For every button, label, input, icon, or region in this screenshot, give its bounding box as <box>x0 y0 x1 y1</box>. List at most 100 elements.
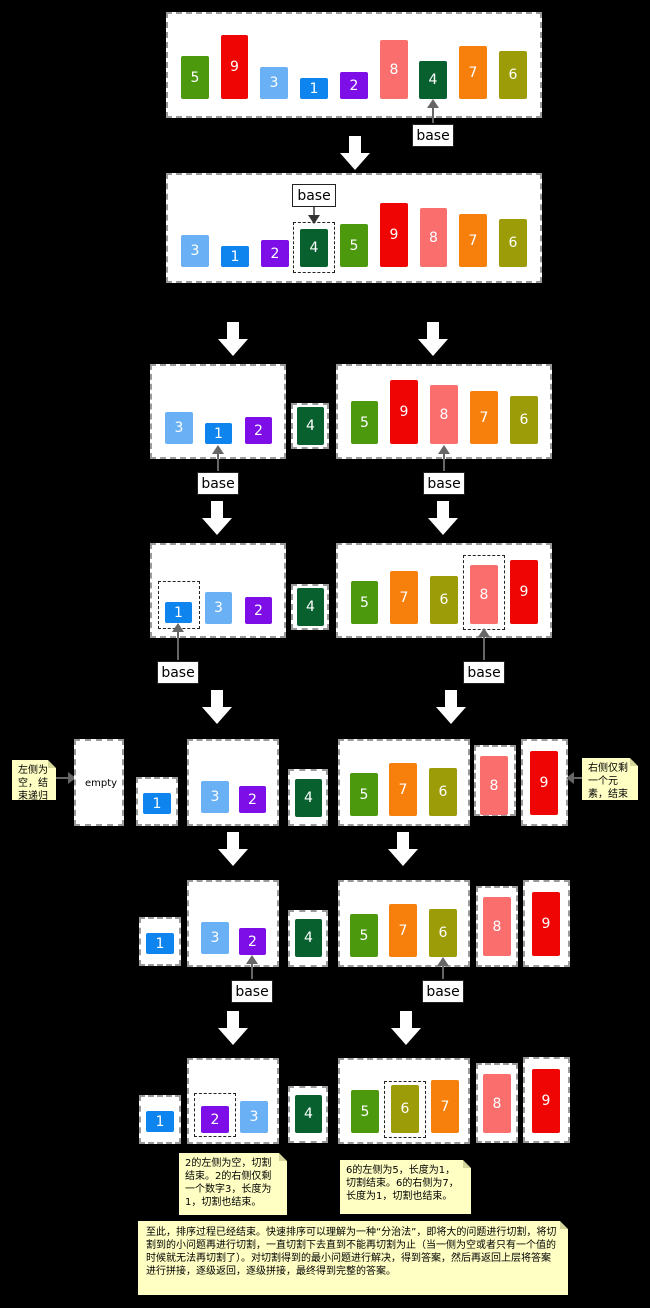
bar-9: 9 <box>532 892 560 956</box>
bar-5: 5 <box>340 224 368 267</box>
empty-panel <box>74 739 124 826</box>
bar-8: 8 <box>483 897 511 956</box>
bar-1: 1 <box>300 78 328 99</box>
base-pointer <box>308 207 320 224</box>
bar-7: 7 <box>390 571 418 624</box>
base-pointer <box>478 628 490 660</box>
bar-3: 3 <box>201 781 229 813</box>
note-connector <box>566 772 582 784</box>
bar-1: 1 <box>146 1111 174 1132</box>
base-label: base <box>292 184 336 207</box>
bar-9: 9 <box>530 751 558 815</box>
bar-2: 2 <box>239 928 266 955</box>
bar-7: 7 <box>431 1080 459 1133</box>
bar-3: 3 <box>181 235 209 267</box>
bar-8: 8 <box>483 1074 511 1133</box>
down-arrow-icon <box>218 322 248 356</box>
down-arrow-icon <box>202 690 232 724</box>
bar-6: 6 <box>429 909 457 957</box>
bar-1: 1 <box>146 933 174 954</box>
down-arrow-icon <box>218 832 248 866</box>
bar-8: 8 <box>480 756 508 815</box>
bar-6: 6 <box>430 576 458 624</box>
bar-3: 3 <box>260 67 288 99</box>
bar-7: 7 <box>459 46 487 99</box>
bar-9: 9 <box>221 35 248 99</box>
bar-7: 7 <box>389 904 417 957</box>
down-arrow-icon <box>436 690 466 724</box>
bar-8: 8 <box>420 208 447 267</box>
bar-4: 4 <box>300 229 328 267</box>
bar-7: 7 <box>459 214 487 267</box>
bar-6: 6 <box>510 396 538 444</box>
base-label: base <box>157 661 199 684</box>
down-arrow-icon <box>428 501 458 535</box>
bar-2: 2 <box>261 240 289 267</box>
bar-5: 5 <box>181 56 209 99</box>
bar-7: 7 <box>470 391 498 444</box>
bar-6: 6 <box>499 51 527 99</box>
bar-9: 9 <box>532 1069 560 1133</box>
base-label: base <box>412 124 454 147</box>
bar-1: 1 <box>205 423 232 444</box>
base-label: base <box>463 661 505 684</box>
right-single-note: 右侧仅剩一个元素，结束递归 <box>582 758 638 800</box>
base-pointer <box>212 445 224 471</box>
bar-5: 5 <box>350 914 378 957</box>
bar-4: 4 <box>297 407 324 445</box>
base-pointer <box>172 623 184 660</box>
bar-3: 3 <box>165 412 193 444</box>
bar-9: 9 <box>390 380 418 444</box>
bar-9: 9 <box>510 560 538 624</box>
bar-8: 8 <box>430 385 458 444</box>
bar-2: 2 <box>340 72 368 99</box>
bar-5: 5 <box>351 1090 379 1133</box>
down-arrow-icon <box>391 1011 421 1045</box>
bar-4: 4 <box>295 919 322 957</box>
bar-6: 6 <box>499 219 527 267</box>
left-empty-note: 左侧为空，结束递归 <box>12 760 56 800</box>
bar-5: 5 <box>351 581 378 624</box>
bar-3: 3 <box>205 592 232 624</box>
bar-8: 8 <box>380 40 408 99</box>
down-arrow-icon <box>388 832 418 866</box>
pivot-highlight <box>194 1093 236 1137</box>
base-pointer <box>427 99 439 123</box>
bar-4: 4 <box>295 1095 322 1133</box>
bar-2: 2 <box>239 786 266 813</box>
down-arrow-icon <box>340 136 370 170</box>
empty-label: empty <box>85 778 118 789</box>
single-1-panel <box>139 917 181 966</box>
base-label: base <box>423 472 465 495</box>
bar-4: 4 <box>297 588 324 626</box>
bar-1: 1 <box>165 602 192 623</box>
bar-5: 5 <box>351 401 378 444</box>
base-label: base <box>197 472 239 495</box>
bar-2: 2 <box>201 1106 229 1133</box>
base-pointer <box>438 445 450 471</box>
pivot-highlight <box>384 1081 426 1138</box>
bar-7: 7 <box>389 763 417 816</box>
base-pointer <box>246 955 258 979</box>
bar-8: 8 <box>470 565 498 624</box>
bar-4: 4 <box>419 61 447 99</box>
base-label: base <box>422 980 464 1003</box>
down-arrow-icon <box>202 501 232 535</box>
bar-3: 3 <box>240 1101 268 1133</box>
bar-3: 3 <box>201 922 229 954</box>
bar-2: 2 <box>245 417 272 444</box>
bar-9: 9 <box>380 203 408 267</box>
bar-6: 6 <box>391 1085 419 1133</box>
down-arrow-icon <box>218 1011 248 1045</box>
bar-5: 5 <box>350 773 378 816</box>
summary-note: 至此，排序过程已经结束。快速排序可以理解为一种“分治法”，即将大的问题进行切割，… <box>138 1221 568 1295</box>
down-arrow-icon <box>418 322 448 356</box>
left-done-note: 2的左侧为空，切割结束。2的右侧仅剩一个数字3，长度为1，切割也结束。 <box>179 1153 287 1215</box>
right-done-note: 6的左侧为5，长度为1，切割结束。6的右侧为7，长度为1，切割也结束。 <box>340 1160 471 1214</box>
base-pointer <box>437 957 449 979</box>
bar-1: 1 <box>143 793 171 814</box>
bar-1: 1 <box>221 246 249 267</box>
note-connector <box>56 772 76 784</box>
bar-4: 4 <box>295 779 322 817</box>
bar-6: 6 <box>429 768 457 816</box>
